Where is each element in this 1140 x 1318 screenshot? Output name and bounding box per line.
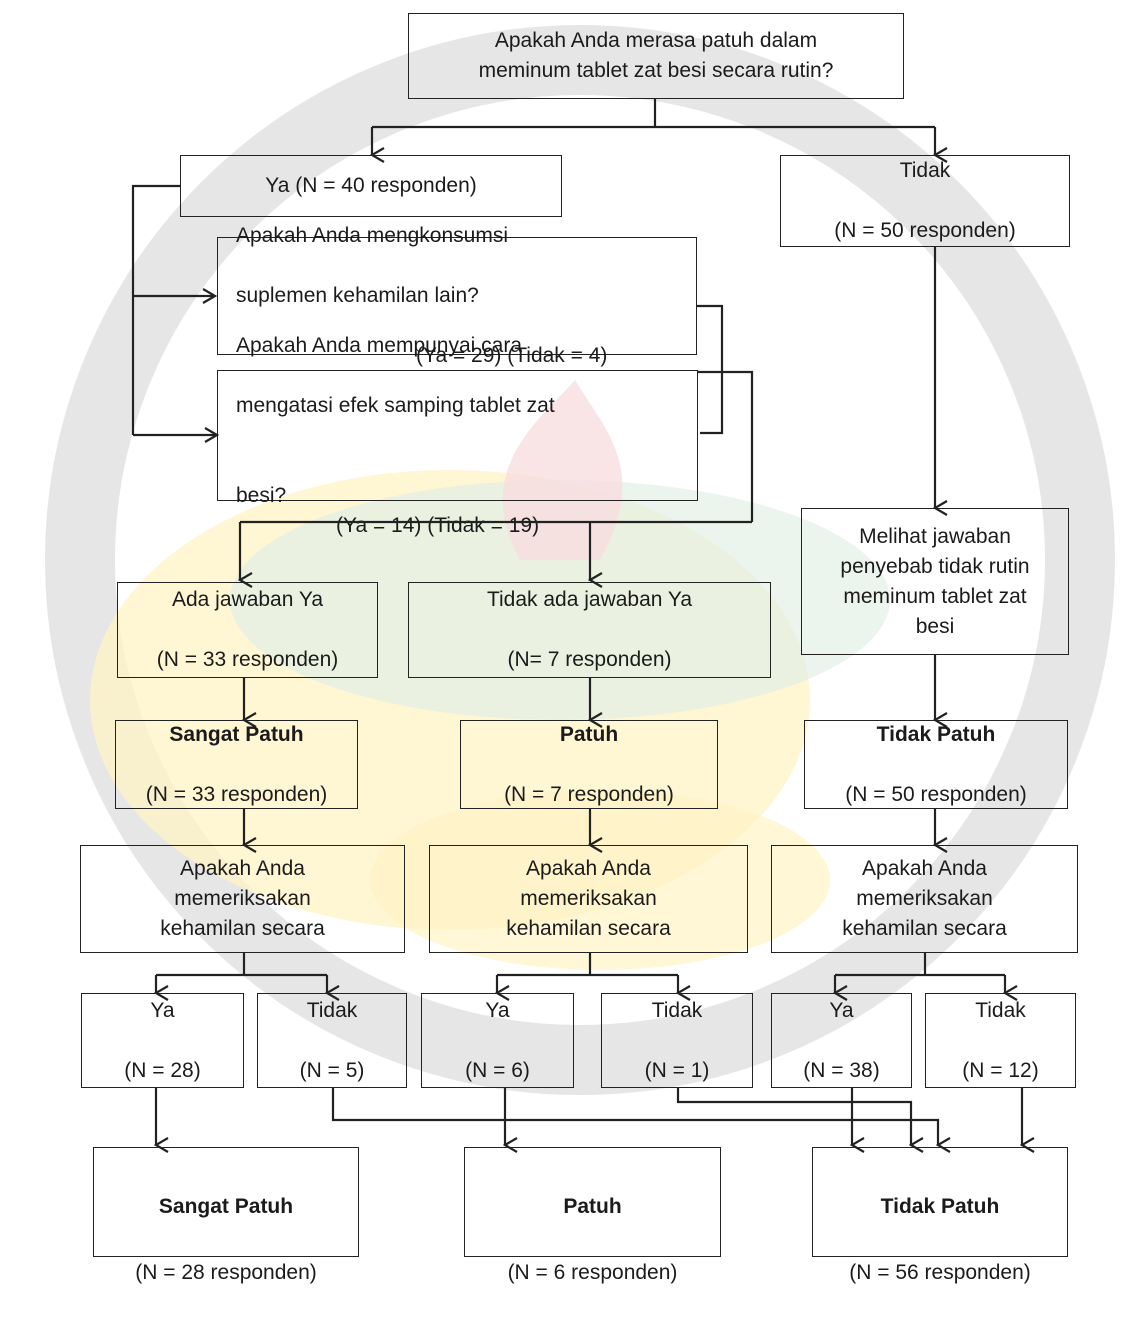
- answer-box-tidak-5: Tidak (N = 5): [257, 993, 407, 1088]
- answer-box-ya-28: Ya (N = 28): [81, 993, 244, 1088]
- no-yes-answer-count: (N= 7 responden): [507, 648, 672, 671]
- no-branch-count: (N = 50 responden): [834, 219, 1016, 242]
- answer-box-tidak-1: Tidak (N = 1): [601, 993, 753, 1088]
- answer-box-ya-6: Ya (N = 6): [421, 993, 574, 1088]
- side-effect-question-box: Apakah Anda mempunyai cara mengatasi efe…: [217, 334, 698, 537]
- level1-tidak-patuh-title: Tidak Patuh: [876, 722, 996, 746]
- watermark-pink-flame: [502, 380, 623, 560]
- reason-text: Melihat jawaban penyebab tidak rutin mem…: [840, 524, 1030, 638]
- answer-label: Ya: [829, 998, 854, 1022]
- yes-branch-label: Ya (N = 40 responden): [265, 174, 477, 197]
- answer-count: (N = 6): [465, 1058, 530, 1082]
- answer-label: Ya: [150, 998, 175, 1022]
- supplement-question-box: Apakah Anda mengkonsumsi suplemen kehami…: [217, 224, 697, 367]
- side-effect-question-line3: besi?: [236, 483, 287, 507]
- final-patuh-box: Patuh (N = 6 responden): [464, 1147, 721, 1284]
- supplement-question-line2: suplemen kehamilan lain?: [236, 284, 479, 307]
- final-tidak-patuh-title: Tidak Patuh: [880, 1195, 1000, 1218]
- no-branch-box: Tidak (N = 50 responden): [780, 155, 1070, 247]
- no-branch-label: Tidak: [899, 159, 951, 182]
- level1-tidak-patuh-count: (N = 50 responden): [845, 782, 1027, 806]
- side-effect-question-line2: mengatasi efek samping tablet zat: [236, 393, 555, 417]
- supplement-question-line1: Apakah Anda mengkonsumsi: [236, 224, 509, 247]
- has-yes-answer-count: (N = 33 responden): [156, 648, 339, 671]
- final-tidak-patuh-count: (N = 56 responden): [849, 1261, 1031, 1284]
- answer-label: Tidak: [651, 998, 703, 1022]
- answer-label: Tidak: [975, 998, 1026, 1022]
- answer-label: Ya: [485, 998, 510, 1022]
- answer-count: (N = 28): [124, 1058, 201, 1082]
- final-patuh-count: (N = 6 responden): [507, 1261, 678, 1284]
- side-effect-question-line3-row: besi? (Ya = 14) (Tidak = 19): [236, 451, 555, 541]
- final-sangat-patuh-title: Sangat Patuh: [158, 1195, 294, 1218]
- side-effect-question-counts: (Ya = 14) (Tidak = 19): [336, 513, 540, 537]
- checkup-question-text-1: Apakah Anda memeriksakan kehamilan secar…: [160, 857, 325, 940]
- final-tidak-patuh-box: Tidak Patuh (N = 56 responden): [812, 1147, 1068, 1284]
- level1-sangat-patuh-title: Sangat Patuh: [169, 722, 304, 746]
- checkup-question-box-1: Apakah Anda memeriksakan kehamilan secar…: [80, 845, 405, 953]
- watermark-bottom-leaf: [370, 790, 830, 970]
- watermark-outer-ring: [45, 25, 1115, 1095]
- level1-tidak-patuh-box: Tidak Patuh (N = 50 responden): [804, 720, 1068, 809]
- answer-label: Tidak: [306, 998, 358, 1022]
- no-yes-answer-label: Tidak ada jawaban Ya: [486, 588, 693, 611]
- watermark-green-leaf: [230, 480, 890, 720]
- level1-sangat-patuh-box: Sangat Patuh (N = 33 responden): [115, 720, 358, 809]
- answer-count: (N = 1): [644, 1058, 710, 1082]
- side-effect-question-line1: Apakah Anda mempunyai cara: [236, 333, 523, 357]
- answer-count: (N = 5): [299, 1058, 365, 1082]
- checkup-question-box-3: Apakah Anda memeriksakan kehamilan secar…: [771, 845, 1078, 953]
- watermark-logo: [45, 25, 1115, 1095]
- root-question-text: Apakah Anda merasa patuh dalam meminum t…: [478, 29, 834, 82]
- has-yes-answer-box: Ada jawaban Ya (N = 33 responden): [117, 582, 378, 678]
- level1-patuh-box: Patuh (N = 7 responden): [460, 720, 718, 809]
- final-sangat-patuh-box: Sangat Patuh (N = 28 responden): [93, 1147, 359, 1284]
- answer-box-ya-38: Ya (N = 38): [771, 993, 912, 1088]
- supplement-question-counts: (Ya = 29) (Tidak = 4): [416, 344, 608, 367]
- reason-box: Melihat jawaban penyebab tidak rutin mem…: [801, 508, 1069, 655]
- answer-count: (N = 38): [803, 1058, 880, 1082]
- checkup-question-box-2: Apakah Anda memeriksakan kehamilan secar…: [429, 845, 748, 953]
- level1-sangat-patuh-count: (N = 33 responden): [145, 782, 328, 806]
- final-sangat-patuh-count: (N = 28 responden): [135, 1261, 317, 1284]
- has-yes-answer-label: Ada jawaban Ya: [171, 588, 323, 611]
- no-yes-answer-box: Tidak ada jawaban Ya (N= 7 responden): [408, 582, 771, 678]
- level1-patuh-title: Patuh: [559, 722, 619, 746]
- answer-box-tidak-12: Tidak (N = 12): [925, 993, 1076, 1088]
- root-question-box: Apakah Anda merasa patuh dalam meminum t…: [408, 13, 904, 99]
- final-patuh-title: Patuh: [563, 1195, 622, 1218]
- level1-patuh-count: (N = 7 responden): [504, 782, 674, 806]
- checkup-question-text-3: Apakah Anda memeriksakan kehamilan secar…: [842, 857, 1007, 940]
- answer-count: (N = 12): [962, 1058, 1039, 1082]
- checkup-question-text-2: Apakah Anda memeriksakan kehamilan secar…: [506, 857, 671, 940]
